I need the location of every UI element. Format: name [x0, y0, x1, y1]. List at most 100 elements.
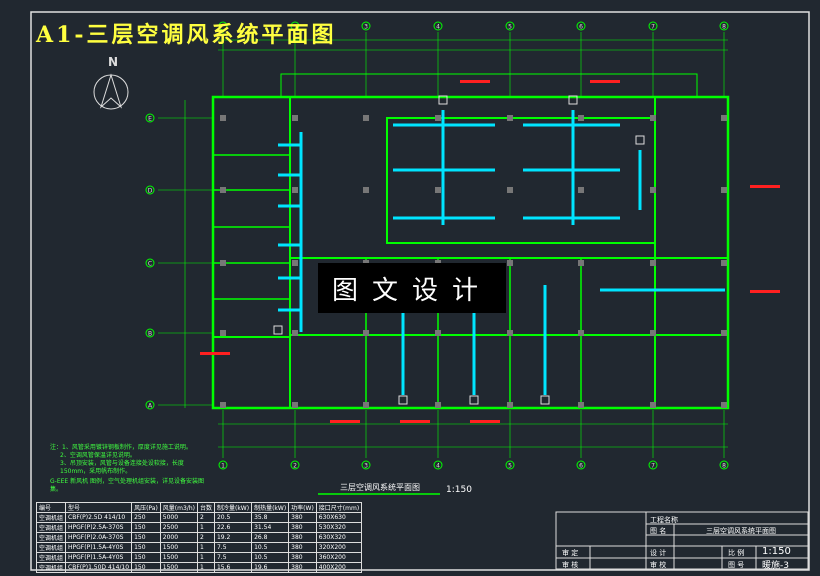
table-cell: CBF(P)2.5D 414/10	[65, 512, 133, 523]
red-annotation	[750, 185, 780, 188]
table-cell: 1500	[159, 562, 198, 573]
table-cell: HPGF(P)2.5A-370S	[65, 522, 133, 533]
table-cell: 1	[196, 562, 215, 573]
column	[721, 402, 727, 408]
axis-label: 4	[436, 463, 440, 470]
red-annotation	[590, 80, 620, 83]
table-header-cell: 制热量(kW)	[251, 502, 290, 513]
table-cell: 5000	[159, 512, 198, 523]
table-cell: 26.8	[251, 532, 290, 543]
table-cell: 22.6	[213, 522, 253, 533]
axis-label: 6	[579, 24, 583, 31]
table-cell: 150	[131, 562, 161, 573]
table-cell: 380	[288, 562, 317, 573]
table-cell: 1500	[159, 542, 198, 553]
note: G-EEE 新风机 图例，空气处理机组安装，详见设备安装图集。	[50, 478, 205, 493]
table-header-cell: 制冷量(kW)	[213, 502, 253, 513]
table-cell: 7.5	[213, 552, 253, 563]
table-cell: 360X200	[315, 552, 363, 563]
table-cell: 2000	[159, 532, 198, 543]
scale-value: 1:150	[762, 546, 791, 557]
column	[292, 330, 298, 336]
table-cell: 380	[288, 542, 317, 553]
table-header-cell: 编号	[35, 502, 67, 513]
axis-bubble	[145, 400, 155, 410]
column	[292, 260, 298, 266]
table-cell: 380	[288, 532, 317, 543]
watermark: 图文设计	[318, 263, 506, 313]
axis-bubble	[145, 258, 155, 268]
table-header-cell: 风压(Pa)	[131, 502, 161, 513]
axis-bubble	[719, 460, 729, 470]
table-cell: 320X200	[315, 542, 363, 553]
project-label: 工程名称	[650, 516, 678, 524]
column	[721, 330, 727, 336]
column	[578, 187, 584, 193]
axis-bubble	[290, 21, 300, 31]
table-cell: 2	[196, 512, 215, 523]
column	[435, 187, 441, 193]
air-handling-unit	[438, 95, 448, 105]
air-handling-unit	[540, 395, 550, 405]
column	[363, 330, 369, 336]
red-annotation	[460, 80, 490, 83]
table-cell: 2	[196, 532, 215, 543]
canopy	[280, 73, 698, 98]
table-cell: 20.5	[213, 512, 253, 523]
caption-scale: 1:150	[446, 485, 472, 495]
table-cell: 1	[196, 542, 215, 553]
column	[650, 330, 656, 336]
axis-label: 2	[293, 463, 297, 470]
note: 3、吊顶安装，风管与设备连接处设软接，长度150mm，采用帆布制作。	[60, 460, 184, 475]
axis-label: 3	[364, 24, 368, 31]
air-handling-unit	[635, 135, 645, 145]
axis-bubble	[505, 21, 515, 31]
column	[435, 330, 441, 336]
table-cell: HPGF(P)1.5A-4Y0S	[65, 542, 133, 553]
table-header-cell: 功率(W)	[288, 502, 317, 513]
red-annotation	[400, 420, 430, 423]
axis-label: B	[148, 331, 152, 338]
table-cell: 530X320	[315, 522, 363, 533]
axis-bubble	[145, 113, 155, 123]
column	[650, 115, 656, 121]
table-cell: 15.6	[213, 562, 253, 573]
note: 2、空调风管保温详见说明。	[60, 452, 136, 459]
axis-bubble	[433, 460, 443, 470]
table-cell: 空调机组	[35, 532, 67, 543]
table-cell: 35.8	[251, 512, 290, 523]
table-cell: 空调机组	[35, 522, 67, 533]
axis-label: A	[148, 403, 153, 410]
north-arrow-icon	[93, 73, 129, 110]
column	[578, 402, 584, 408]
axis-bubble	[433, 21, 443, 31]
audit-label: 审 核	[562, 561, 579, 569]
axis-bubble	[290, 460, 300, 470]
north-label: N	[108, 55, 119, 69]
table-header-row: 编号型号风压(Pa)风量(m3/h)台数制冷量(kW)制热量(kW)功率(W)接…	[35, 502, 363, 513]
axis-bubble	[576, 21, 586, 31]
table-header-cell: 风量(m3/h)	[159, 502, 198, 513]
table-cell: 630X630	[315, 512, 363, 523]
column	[363, 402, 369, 408]
axis-label: 5	[508, 463, 512, 470]
table-cell: 150	[131, 522, 161, 533]
axis-bubble	[361, 460, 371, 470]
table-cell: 380	[288, 522, 317, 533]
design-notes: 注：1、风管采用镀锌钢板制作，厚度详见施工说明。 2、空调风管保温详见说明。 3…	[50, 444, 210, 494]
table-cell: 250	[131, 512, 161, 523]
column	[721, 115, 727, 121]
table-cell: 空调机组	[35, 562, 67, 573]
axis-label: 4	[436, 24, 440, 31]
column	[220, 260, 226, 266]
axis-bubble	[218, 460, 228, 470]
column	[435, 402, 441, 408]
column	[507, 330, 513, 336]
axis-label: 5	[508, 24, 512, 31]
table-cell: 150	[131, 542, 161, 553]
table-cell: 380	[288, 552, 317, 563]
